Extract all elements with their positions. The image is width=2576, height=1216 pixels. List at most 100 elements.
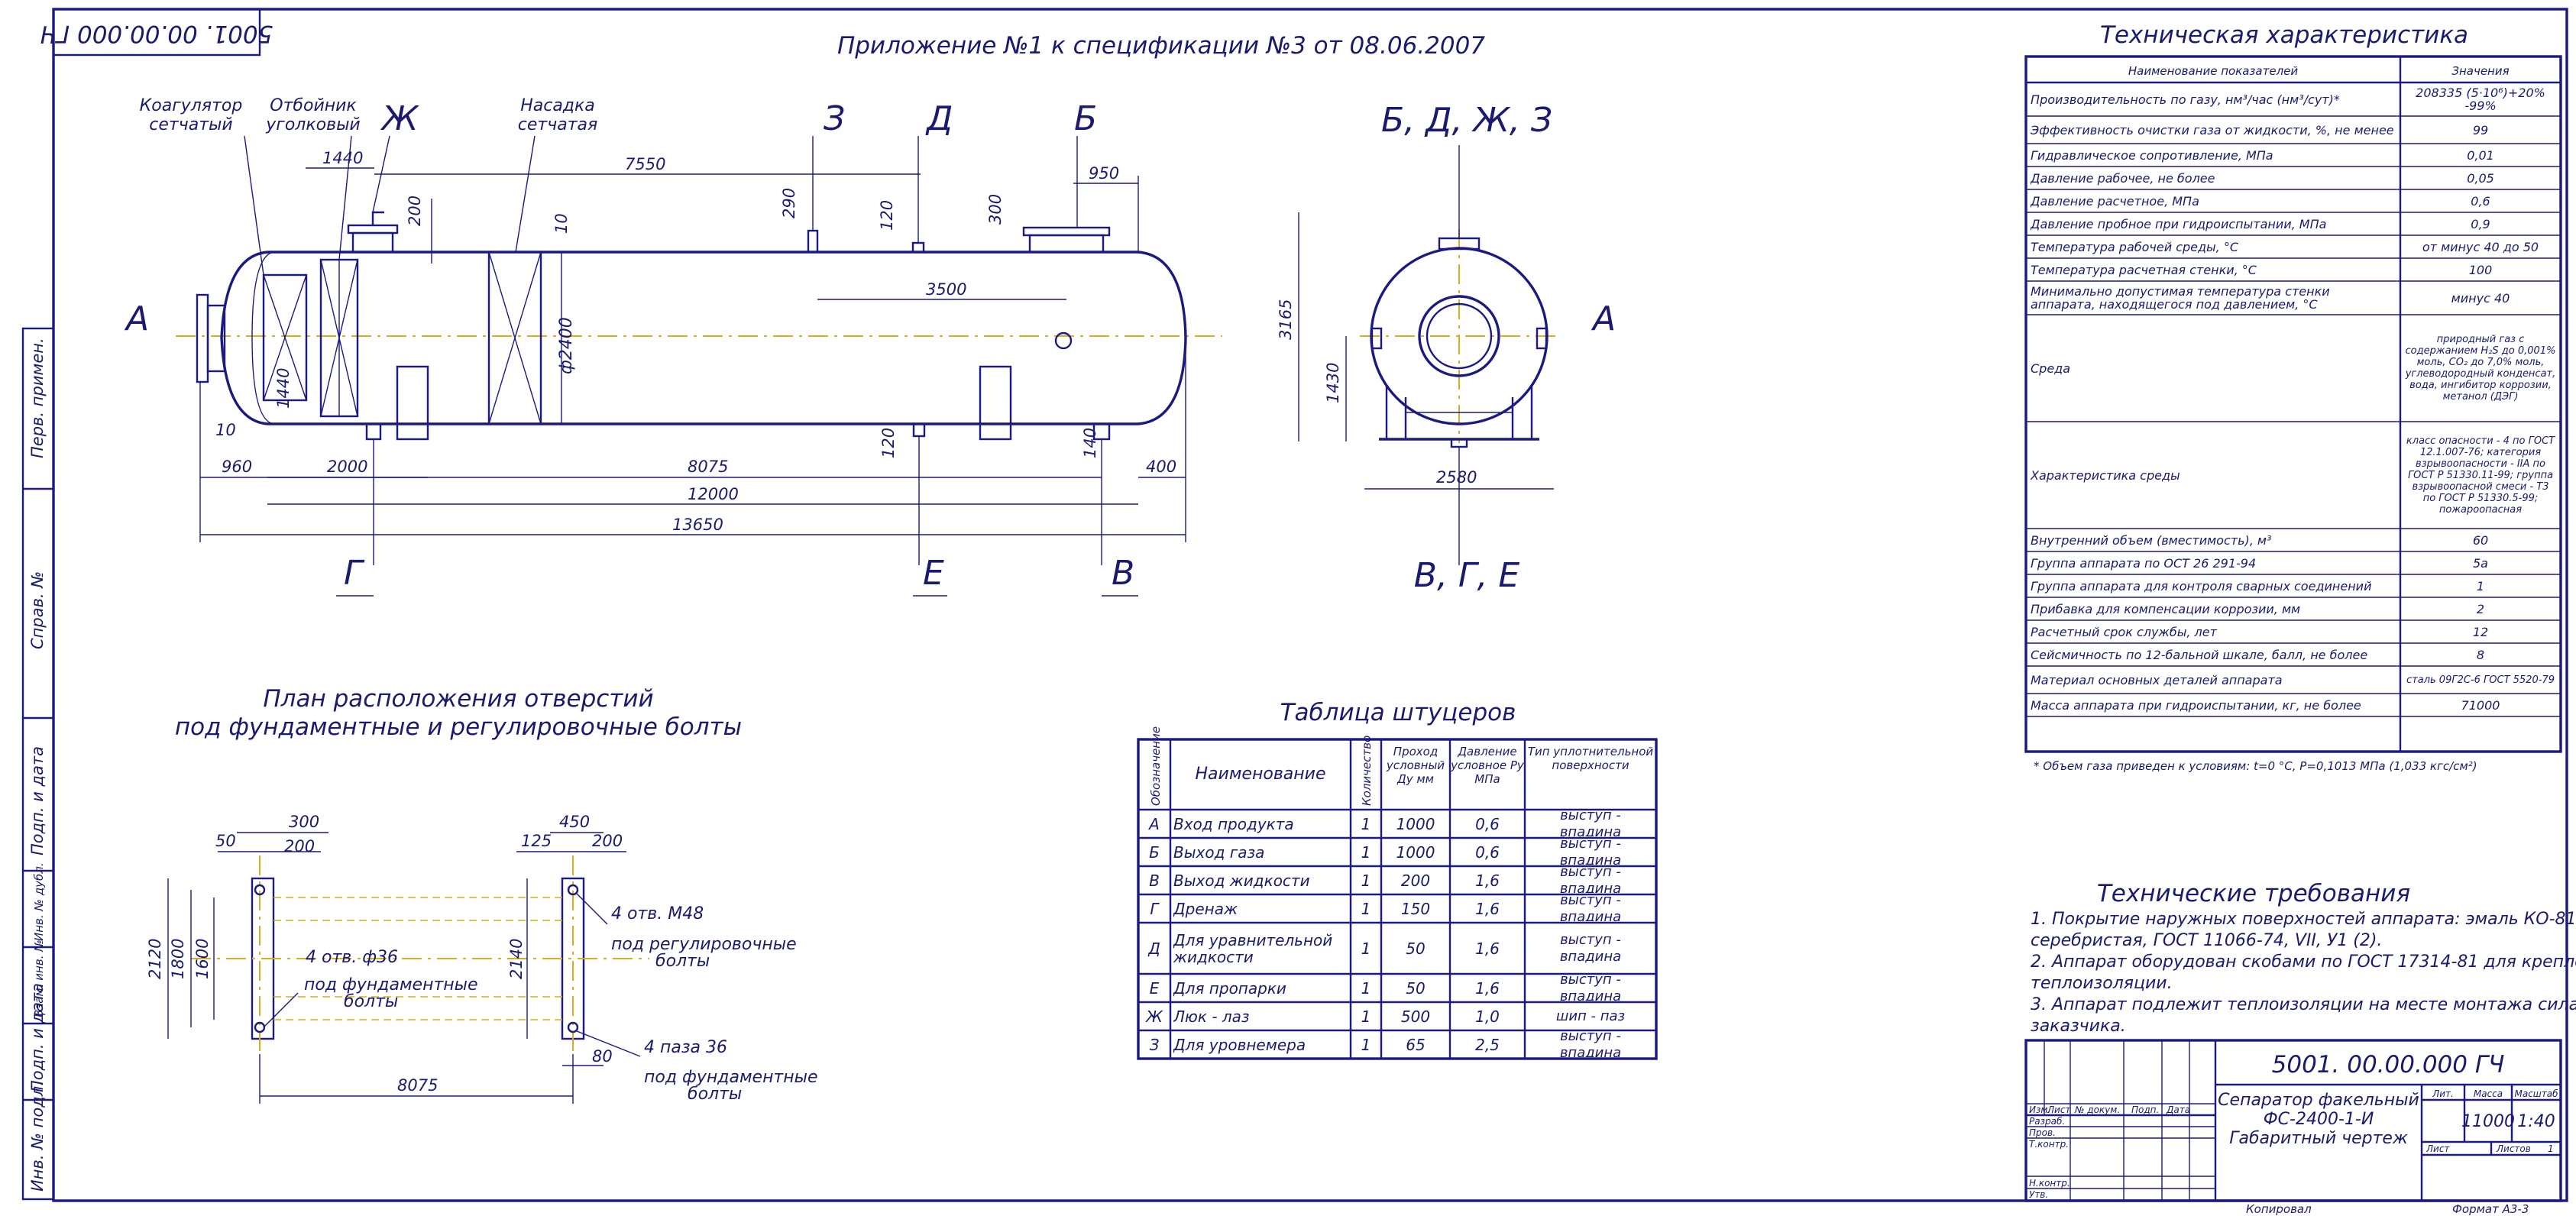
tb-lit-label: Лит. — [2432, 1088, 2454, 1099]
fdim-80: 80 — [592, 1047, 613, 1066]
dim-290: 290 — [780, 188, 798, 218]
spec-value: 0,05 — [2467, 170, 2494, 186]
spec-name: Расчетный срок службы, лет — [2031, 624, 2217, 639]
fdim-2140: 2140 — [507, 939, 526, 979]
nozzle-cell: 1 — [1361, 1035, 1371, 1054]
nozzle-cell: Выход жидкости — [1173, 871, 1310, 890]
nozzle-cell: 50 — [1406, 978, 1426, 998]
tb-scale: 1:40 — [2517, 1112, 2555, 1131]
nozzle-cell: 65 — [1406, 1035, 1426, 1054]
packing-label-1: Насадка — [520, 96, 595, 115]
dim-140: 140 — [1081, 428, 1099, 458]
fnote-rb-2: болты — [655, 952, 710, 971]
fnote-slots: 4 паза 36 — [644, 1038, 727, 1057]
dim-12000: 12000 — [688, 485, 739, 503]
strip-label-3: Подп. и дата — [28, 746, 47, 855]
dim-1440-vert: 1440 — [274, 368, 293, 409]
spec-name: Внутренний объем (вместимость), м³ — [2031, 532, 2272, 548]
nozzle-cell: 1,6 — [1475, 939, 1500, 958]
sec-v: В — [1112, 554, 1134, 593]
nozzle-cell: выступ - впадина — [1559, 1032, 1622, 1057]
nozzle-cell: 1 — [1361, 1007, 1371, 1026]
strip-label-4: Инв. № дубл. — [32, 862, 46, 941]
dim-13650: 13650 — [672, 516, 723, 534]
spec-name: Гидравлическое сопротивление, МПа — [2031, 147, 2273, 163]
tb-scale-label: Масштаб — [2514, 1088, 2558, 1099]
req-line-4: теплоизоляции. — [2031, 974, 2173, 993]
front-view: А Ж З Д Б Г Е В Коагулятор сетчатый Отбо… — [124, 96, 1222, 597]
dim-dia-2400: ф2400 — [557, 317, 576, 374]
fdim-200-b: 200 — [592, 832, 623, 850]
tb-name-3: Габаритный чертеж — [2229, 1129, 2408, 1148]
sec-zh: Ж — [380, 99, 419, 138]
spec-name: Давление пробное при гидроиспытании, МПа — [2031, 216, 2327, 231]
spec-value: сталь 09Г2С-6 ГОСТ 5520-79 — [2406, 674, 2555, 686]
specs-footnote: * Объем газа приведен к условиям: t=0 °С… — [2034, 759, 2477, 773]
req-line-1: 1. Покрытие наружных поверхностей аппара… — [2031, 910, 2576, 929]
dim-300: 300 — [986, 194, 1005, 225]
spec-value: 1 — [2476, 578, 2485, 593]
sec-g: Г — [344, 554, 365, 593]
spec-value: 0,01 — [2467, 147, 2494, 163]
spec-name: Давление рабочее, не более — [2031, 170, 2215, 186]
dim-2580: 2580 — [1436, 468, 1477, 487]
spec-value: природный газ с содержанием H₂S до 0,001… — [2405, 334, 2556, 403]
spec-value: 208335 (5·10⁶)+20% -99% — [2416, 86, 2545, 113]
fdim-125: 125 — [521, 832, 552, 850]
fnote-fb-2: болты — [344, 992, 398, 1011]
specs-title: Техническая характеристика — [2100, 21, 2468, 49]
format-label: Формат А3-3 — [2452, 1202, 2529, 1216]
nozzle-cell: 0,6 — [1475, 814, 1500, 833]
spec-name: Группа аппарата для контроля сварных сое… — [2031, 578, 2372, 593]
nozzle-cell: 50 — [1406, 939, 1426, 958]
nozzle-cell: Ж — [1146, 1007, 1163, 1026]
nozzle-cell: 1,0 — [1475, 1007, 1500, 1026]
dim-200-a: 200 — [406, 196, 424, 226]
nozzle-table-title: Таблица штуцеров — [1280, 699, 1516, 726]
coagulator-label-1: Коагулятор — [140, 96, 243, 115]
nozzle-cell: выступ - впадина — [1559, 811, 1622, 836]
fnote-fb-1: под фундаментные — [304, 975, 478, 994]
nozzle-cell: выступ - впадина — [1559, 896, 1622, 921]
sec-a-left: А — [124, 299, 149, 338]
fdim-300: 300 — [289, 813, 319, 831]
sec-b: Б — [1074, 99, 1097, 138]
fnote-rb-1: под регулировочные — [611, 935, 797, 954]
packing-label-2: сетчатая — [518, 115, 597, 134]
nozzle-cell: Выход газа — [1173, 842, 1265, 862]
nozzle-cell: 1,6 — [1475, 871, 1500, 890]
fnote-fb-4: болты — [688, 1085, 742, 1104]
spec-value: минус 40 — [2451, 290, 2510, 306]
spec-name: Сейсмичность по 12-бальной шкале, балл, … — [2031, 647, 2368, 662]
nozzle-cell: выступ - впадина — [1559, 839, 1622, 865]
coagulator-label-2: сетчатый — [149, 115, 232, 134]
dim-7550: 7550 — [625, 155, 665, 173]
requirements-title: Технические требования — [2097, 880, 2410, 907]
side-labels-top: Б, Д, Ж, З — [1381, 101, 1552, 140]
spec-value: 71000 — [2461, 697, 2500, 713]
specs-header-name: Наименование показателей — [2128, 64, 2299, 78]
nozzle-cell: 1000 — [1396, 814, 1435, 833]
dim-10-a: 10 — [552, 213, 571, 234]
dim-400: 400 — [1146, 458, 1176, 476]
top-code-rotated: 5001. 00.00.000 ГЧ — [40, 20, 273, 47]
nozzle-cell: 200 — [1400, 871, 1431, 890]
side-labels-bottom: В, Г, Е — [1414, 556, 1520, 595]
tb-row-5: Утв. — [2029, 1189, 2048, 1200]
tb-col-date: Дата — [2166, 1104, 2190, 1115]
spec-name: Температура рабочей среды, °С — [2031, 239, 2239, 254]
req-line-6: заказчика. — [2031, 1017, 2126, 1036]
nozzle-cell: выступ - впадина — [1559, 931, 1622, 965]
tb-row-4: Н.контр. — [2029, 1178, 2070, 1189]
top-code-box — [52, 8, 261, 57]
req-line-5: 3. Аппарат подлежит теплоизоляции на мес… — [2031, 995, 2576, 1014]
nozzle-cell: 1000 — [1396, 842, 1435, 862]
spec-value: от минус 40 до 50 — [2422, 239, 2539, 254]
tb-sheets-label: Листов — [2496, 1143, 2531, 1154]
nozzle-cell: 1,6 — [1475, 899, 1500, 918]
side-label-a: А — [1591, 299, 1616, 338]
spec-name: Среда — [2031, 361, 2071, 376]
dim-120-a: 120 — [878, 200, 896, 231]
nozzle-header-3: Проход условный Ду мм — [1386, 745, 1445, 786]
